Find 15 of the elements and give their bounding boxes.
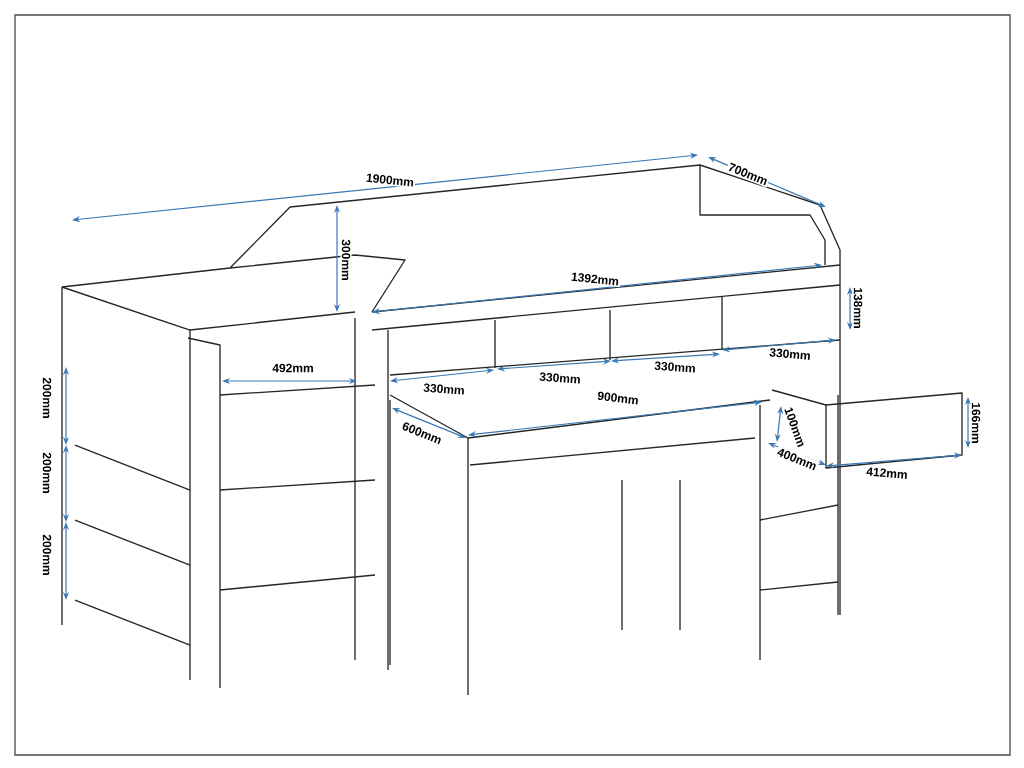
dimension-label: 1900mm: [364, 171, 416, 189]
dimension-label: 200mm: [41, 533, 53, 577]
dimension-label: 330mm: [767, 346, 813, 362]
dimension-label: 200mm: [41, 376, 53, 420]
dimension-label: 1392mm: [569, 270, 621, 288]
dimension-label: 412mm: [864, 465, 910, 481]
dimension-label: 138mm: [852, 286, 864, 330]
dimension-label: 900mm: [595, 389, 641, 407]
dimension-label: 330mm: [652, 359, 698, 375]
dimension-label: 330mm: [421, 381, 467, 397]
dimension-label: 330mm: [537, 370, 583, 386]
dimension-label: 300mm: [340, 238, 352, 282]
dimension-label: 492mm: [271, 362, 315, 374]
dimension-label: 166mm: [970, 401, 982, 445]
dimension-label: 200mm: [41, 451, 53, 495]
